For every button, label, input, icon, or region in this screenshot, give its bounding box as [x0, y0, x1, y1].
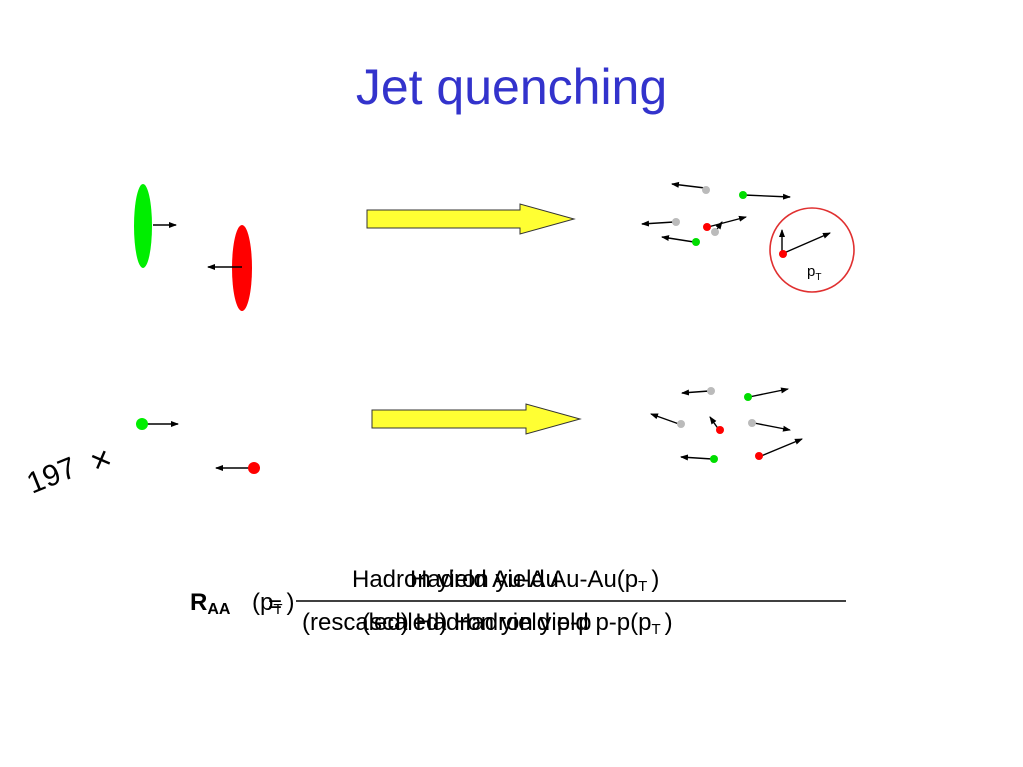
denominator-b: (scaled) Hadron yield p-p(pT)	[362, 609, 673, 638]
green-nucleus	[134, 184, 152, 268]
top-particles	[641, 181, 791, 246]
yellow-arrow-bottom	[371, 403, 582, 435]
numerator-b: Hadron yield Au-Au(pT)	[410, 566, 659, 595]
raa-formula: RAA (pT) = Hadron yield Au-Au Hadron yie…	[190, 566, 846, 638]
pt-particle	[779, 250, 787, 258]
numerator-a: Hadron yield Au-Au	[352, 566, 559, 593]
green-proton	[136, 418, 148, 430]
denominator-a: (rescaled) Hadron yield p-p	[302, 609, 591, 636]
red-nucleus	[232, 225, 252, 311]
yellow-arrow-top	[366, 203, 576, 235]
red-proton	[248, 462, 260, 474]
pt-label: pT	[807, 263, 821, 283]
page-title: Jet quenching	[355, 59, 668, 115]
raa-equals: =	[268, 591, 282, 618]
raa-argument: (pT)	[252, 589, 295, 618]
multiplier-symbol: ×	[85, 439, 118, 482]
multiplier-number: 197	[22, 451, 81, 500]
highlight-circle	[769, 207, 855, 293]
bottom-particles	[650, 387, 803, 463]
raa-symbol: RAA	[190, 589, 231, 618]
pt-arrow-diag	[783, 232, 831, 254]
